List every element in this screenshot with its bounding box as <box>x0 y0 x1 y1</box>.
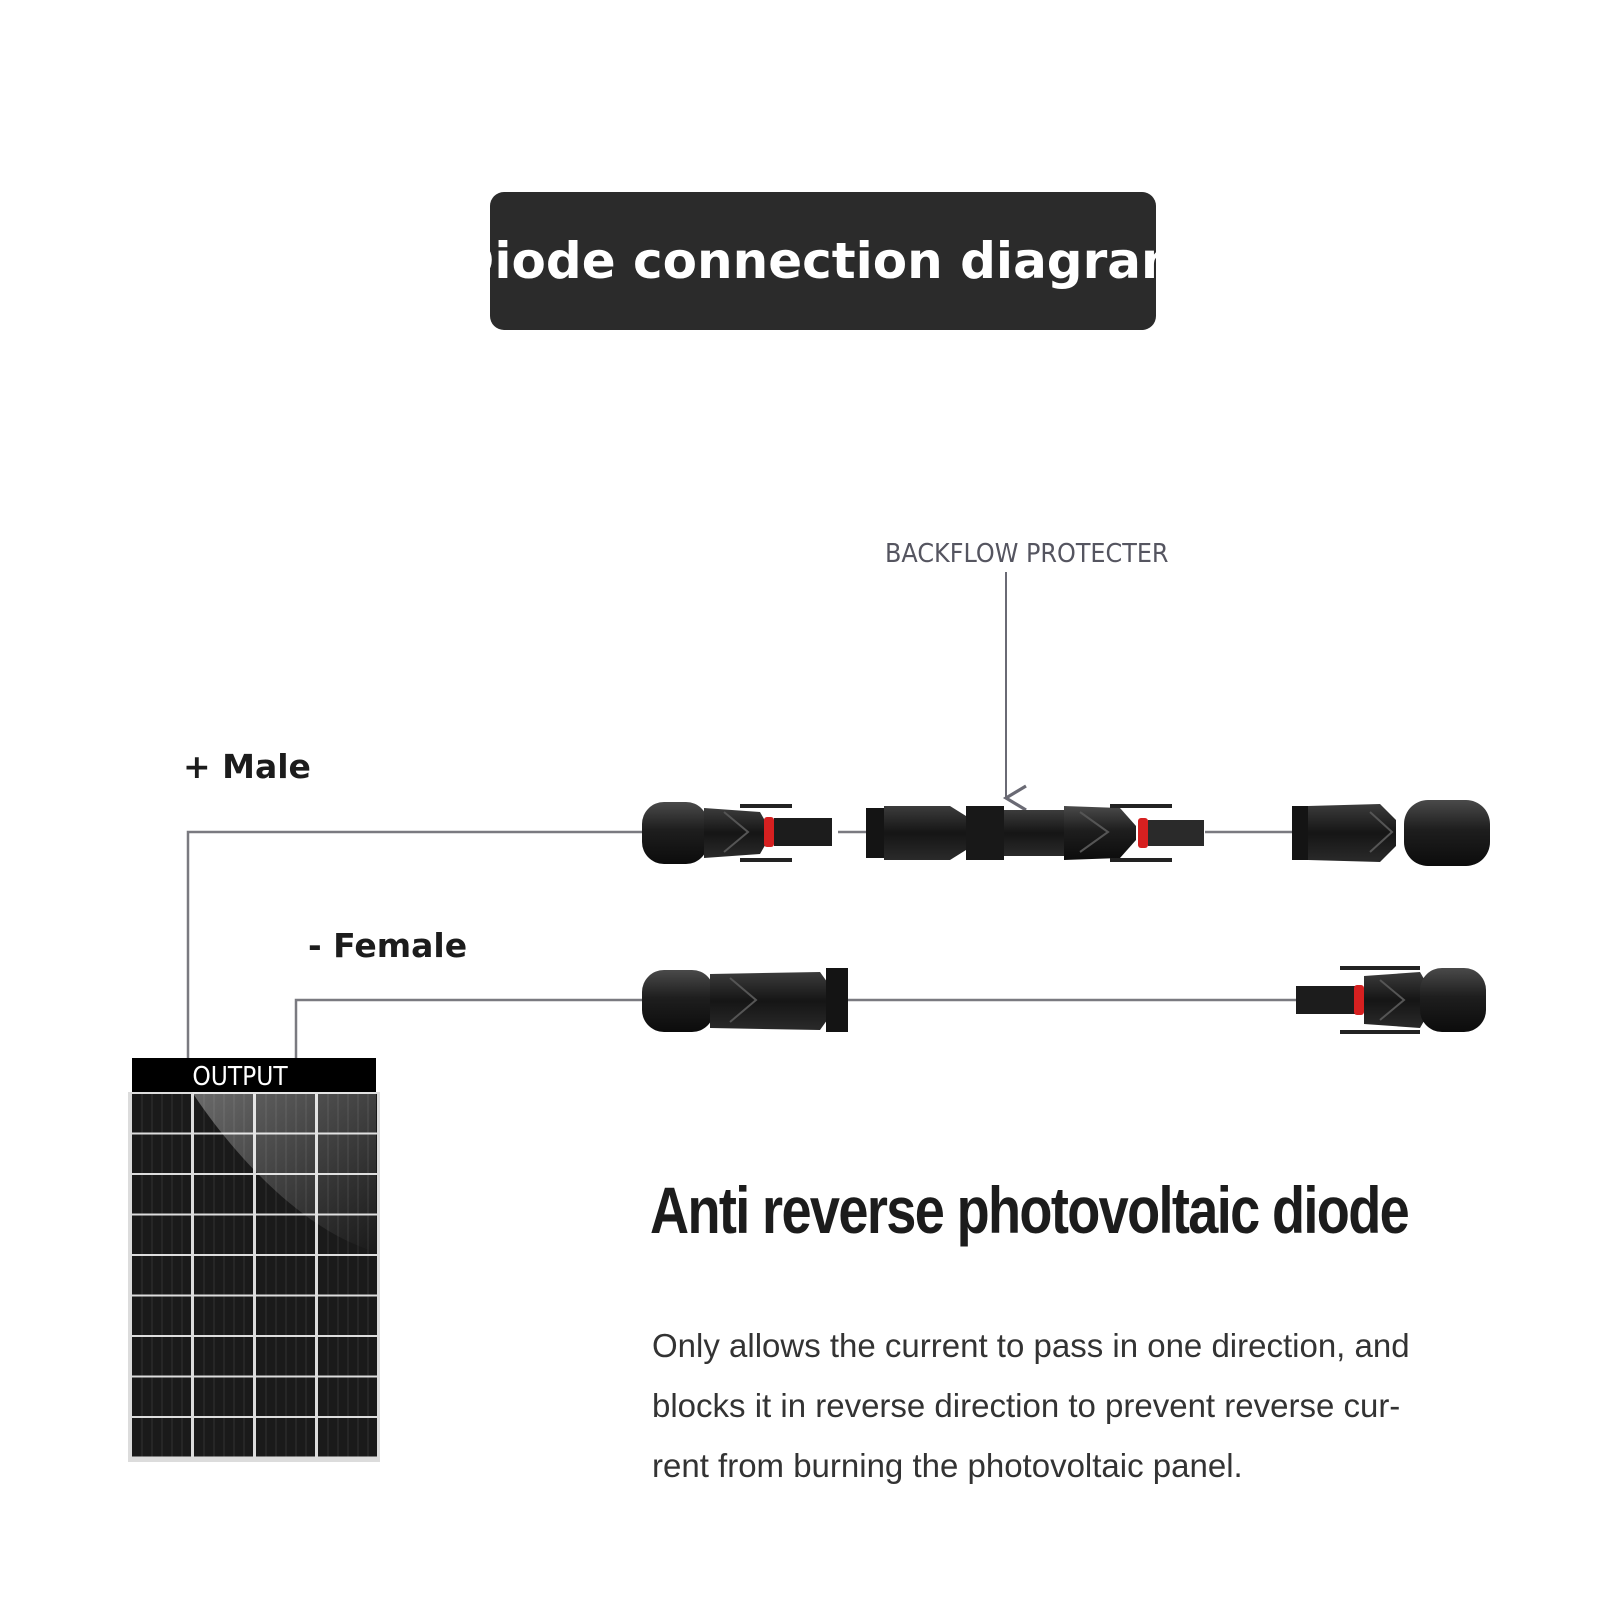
solar-panel-icon: OUTPUT <box>128 1058 380 1462</box>
description-line: blocks it in reverse direction to preven… <box>652 1387 1401 1424</box>
diode-connector-icon <box>866 804 1204 862</box>
female-connector-icon <box>642 968 848 1032</box>
female-connector-icon <box>1292 800 1490 866</box>
diagram-title: Diode connection diagram <box>452 232 1194 290</box>
description-line: rent from burning the photovoltaic panel… <box>652 1447 1243 1484</box>
description-line: Only allows the current to pass in one d… <box>652 1327 1410 1364</box>
male-connector-icon <box>1296 966 1486 1034</box>
male-connector-icon <box>642 802 832 864</box>
heading: Anti reverse photovoltaic diode <box>650 1173 1410 1247</box>
title-banner: Diode connection diagram <box>453 192 1193 330</box>
wires <box>186 830 1296 1058</box>
negative-wire <box>294 998 642 1058</box>
output-label: OUTPUT <box>192 1061 288 1091</box>
male-label: + Male <box>183 747 311 786</box>
female-label: - Female <box>308 926 467 965</box>
positive-wire <box>186 830 642 1058</box>
backflow-label: BACKFLOW PROTECTER <box>885 538 1169 568</box>
description: Only allows the current to pass in one d… <box>652 1316 1502 1496</box>
